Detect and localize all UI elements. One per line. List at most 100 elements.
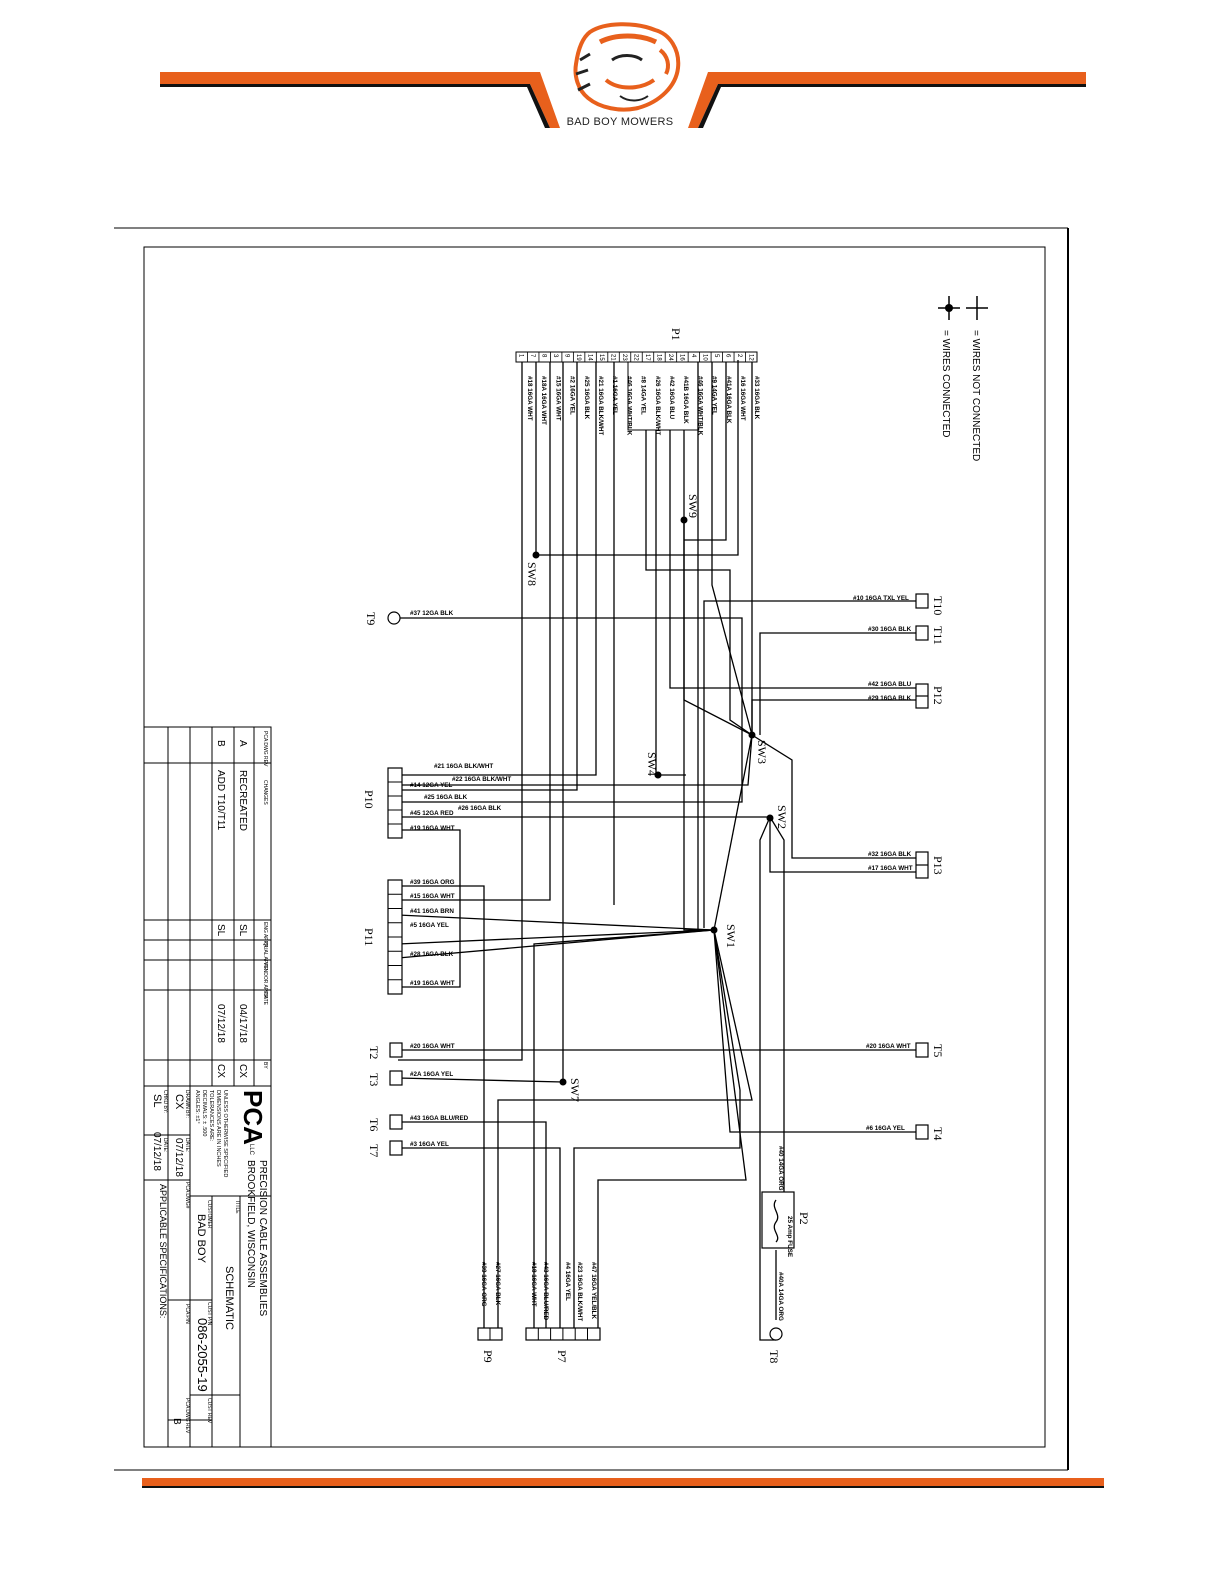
p1-wire-label: #41A 16GA BLK [725, 376, 732, 424]
p1-pin-number: 8 [541, 354, 547, 358]
t8-label: T8 [767, 1350, 781, 1363]
wire-label: #29 16GA BLK [868, 695, 912, 702]
p1-pin-number: 4 [690, 354, 696, 358]
p1-wire-label: #41B 16GA BLK [682, 376, 689, 424]
wire-label: #17 16GA WHT [868, 865, 913, 872]
tolerance-line: ANGLES: ±1° [194, 1090, 200, 1124]
wiring [397, 360, 916, 1341]
legend-not-connected: = WIRES NOT CONNECTED [970, 330, 981, 461]
chkd-by: SL [151, 1094, 163, 1107]
p2-label: P2 [797, 1212, 811, 1225]
p1-pin-number: 7 [529, 354, 535, 358]
wire-label: #30 16GA BLK [868, 626, 912, 633]
wire-label: #14 12GA YEL [410, 782, 453, 789]
p1-wire-label: #2 16GA YEL [569, 376, 576, 415]
wire-label: #5 16GA YEL [410, 922, 449, 929]
title-label: TITLE [234, 1200, 240, 1214]
wire-label: 25 Amp FUSE [786, 1216, 793, 1257]
drawn-by: CX [173, 1094, 185, 1110]
p13-label: P13 [931, 856, 945, 875]
company-name: PRECISION CABLE ASSEMBLIES [257, 1160, 268, 1316]
t10-label: T10 [931, 596, 945, 615]
wire-labels: #37 12GA BLK #10 16GA TXL YEL #30 16GA B… [410, 595, 913, 1321]
wire-label: #20 16GA WHT [866, 1043, 911, 1050]
drawn-date: 07/12/18 [173, 1138, 184, 1177]
t7-box [389, 1140, 403, 1156]
wire-label: #43 16GA BLU/RED [542, 1262, 549, 1321]
p1-pin-number: 23 [621, 354, 627, 361]
date-header: DATE [262, 992, 268, 1006]
pca-rev-label: PCA DWG REV [184, 1398, 190, 1434]
p1-pin-number: 17 [644, 354, 650, 361]
company-llc: LLC [248, 1144, 254, 1156]
p1-wire-label: #46 16GA WHT/BLK [625, 376, 632, 436]
wire-label: #28 16GA BLK [410, 951, 454, 958]
p1-pin-number: 21 [610, 354, 616, 361]
sw7-label: SW7 [568, 1078, 582, 1102]
sw1-label: SW1 [724, 924, 738, 948]
p1-pin-number: 24 [667, 354, 673, 361]
p1-pin-number: 1 [518, 354, 524, 358]
company-city: BROOKFIELD, WISCONSIN [245, 1160, 256, 1288]
p1-label: P1 [669, 328, 683, 341]
wire-label: #15 16GA WHT [410, 893, 455, 900]
wire-label: #41 16GA BRN [410, 908, 454, 915]
t9-ring [387, 611, 401, 625]
p1-wire-label: #33 16GA BLK [753, 376, 760, 420]
sw3-label: SW3 [755, 740, 769, 764]
sw8-junction [532, 551, 540, 559]
eng-a: SL [237, 924, 248, 937]
switch-labels: SW9 SW8 SW4 SW3 SW2 SW1 SW7 [525, 494, 789, 1102]
rev-a: A [237, 740, 248, 747]
title-block [143, 726, 272, 1448]
p1-pin-number: 9 [564, 354, 570, 358]
wire-label: #22 16GA BLK/WHT [452, 776, 511, 783]
p1-wire-label: #42 16GA BLU [668, 376, 675, 420]
p1-wire-label: #18 16GA WHT [526, 376, 533, 421]
p11-label: P11 [362, 928, 376, 946]
wire-label: #40 14GA ORG [777, 1146, 784, 1191]
p1-wire-label: #8 14GA YEL [640, 376, 647, 415]
p1-pin-number: 6 [724, 354, 730, 358]
p10-box [387, 767, 403, 839]
specs-label: APPLICABLE SPECIFICATIONS: [158, 1184, 168, 1318]
qual-header: QUAL APPR [262, 942, 268, 971]
t5-label: T5 [931, 1044, 945, 1057]
title-block-text: PCA DWG REV CHANGES ENG APPR QUAL APPR V… [151, 731, 268, 1434]
p7-label: P7 [555, 1350, 569, 1363]
brand-name: BAD BOY MOWERS [566, 116, 674, 128]
by-a: CX [237, 1064, 248, 1078]
p1-wire-label: #46 16GA WHT/BLK [696, 376, 703, 436]
t6-label: T6 [367, 1118, 381, 1131]
p1-pin-number: 22 [633, 354, 639, 361]
wire-label: #19 16GA WHT [410, 825, 455, 832]
chkd-date-label: DATE: [162, 1138, 168, 1152]
wire-label: #37 12GA BLK [410, 610, 454, 617]
customer: BAD BOY [195, 1214, 207, 1264]
t8-ring [769, 1327, 783, 1341]
wire-label: #20 16GA WHT [410, 1043, 455, 1050]
sw1-junction [710, 926, 718, 934]
t11-label: T11 [931, 626, 945, 645]
vendor-header: VENDOR APPR [262, 962, 268, 999]
t2-label: T2 [367, 1046, 381, 1059]
p1-pin-number: 19 [575, 354, 581, 361]
p1-pin-number: 18 [655, 354, 661, 361]
wire-label: #2A 16GA YEL [410, 1071, 453, 1078]
wire-label: #23 16GA BLK/WHT [576, 1262, 583, 1321]
legend: = WIRES NOT CONNECTED = WIRES CONNECTED [938, 296, 988, 461]
cust-pn: 086-2055-19 [195, 1318, 210, 1392]
cust-pn-label: CUST P/N [206, 1302, 212, 1326]
wire-label: #39 16GA ORG [480, 1262, 487, 1307]
p1-wire-label: #18A 16GA WHT [540, 376, 547, 425]
terminals [387, 593, 929, 1341]
t10-box [915, 593, 929, 609]
t2-box [389, 1042, 403, 1058]
cust-rev-label: CUST REV [206, 1398, 212, 1424]
by-b: CX [215, 1064, 226, 1078]
fuse-icon [773, 1199, 779, 1243]
sw8-label: SW8 [525, 562, 539, 586]
wire-label: #6 16GA YEL [866, 1125, 905, 1132]
sw2-label: SW2 [775, 805, 789, 829]
wire-label: #42 16GA BLU [868, 681, 912, 688]
